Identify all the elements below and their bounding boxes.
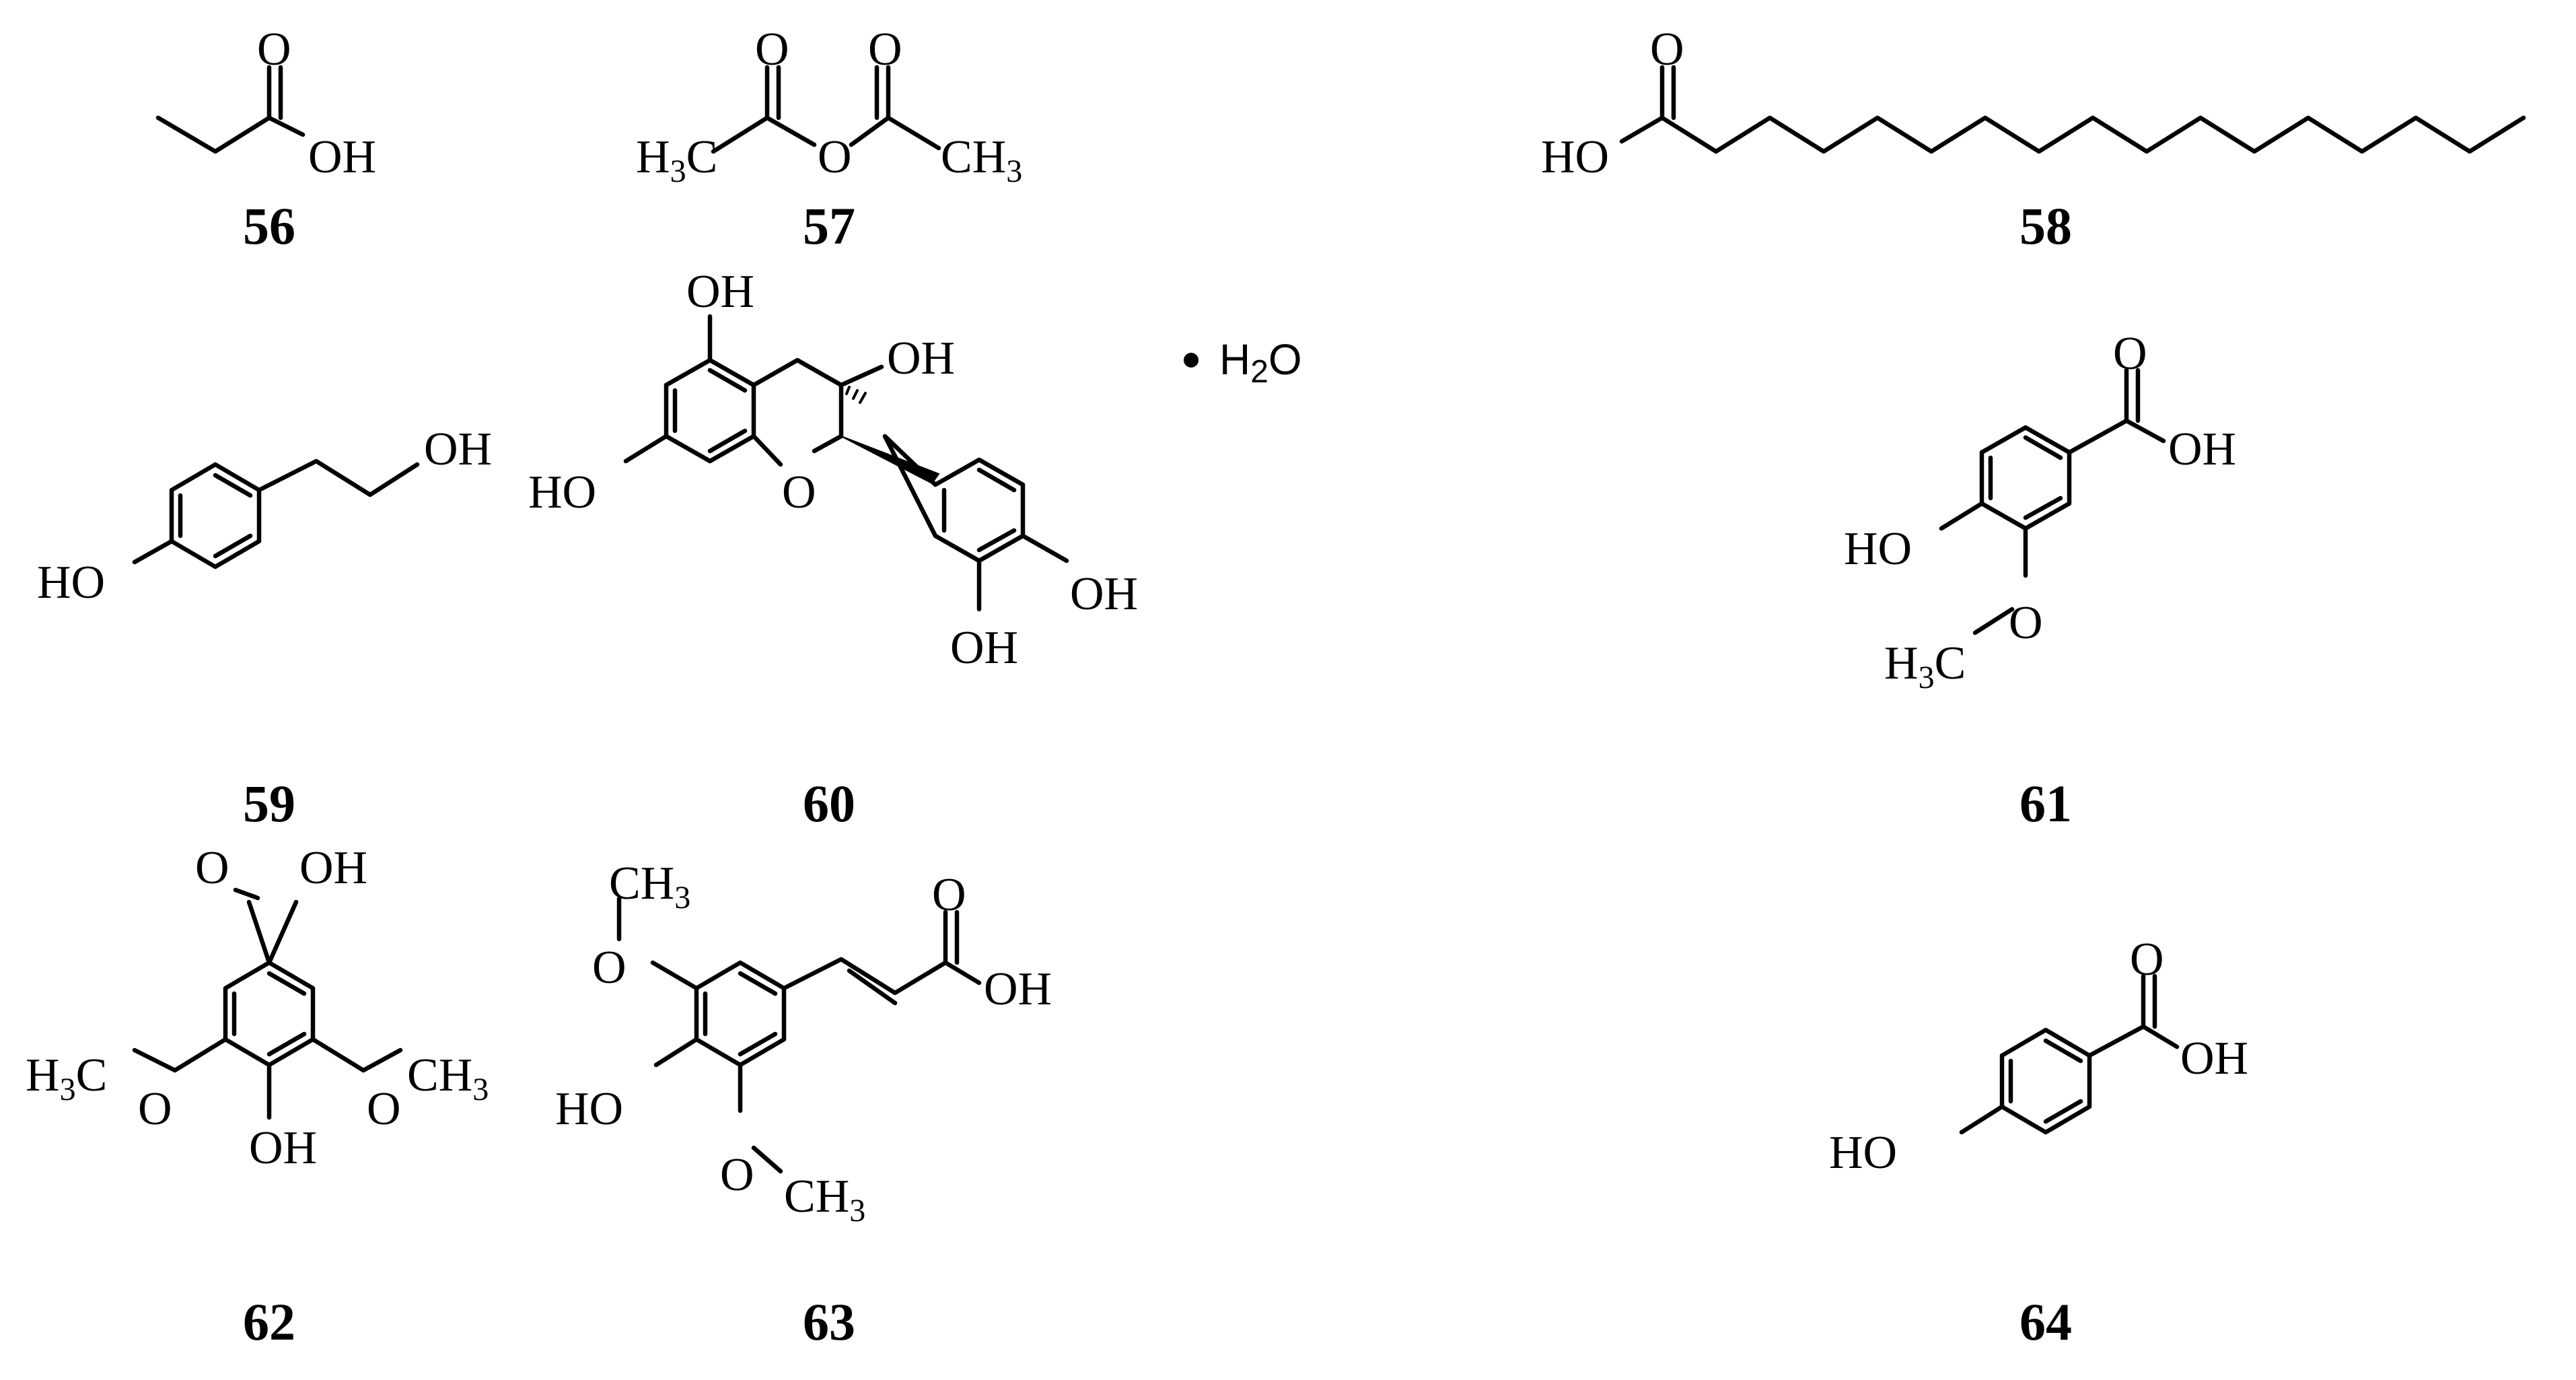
atom-oh: OH (887, 333, 955, 384)
atom-h3c: H3C (636, 131, 717, 189)
structure-59: HO OH 59 (37, 423, 492, 833)
atom-o: O (195, 842, 229, 894)
atom-ho: HO (528, 467, 596, 518)
atom-ho: HO (1829, 1127, 1897, 1179)
atom-oh: OH (2168, 423, 2236, 475)
atom-ho: HO (1844, 523, 1912, 575)
atom-o: O (868, 24, 902, 75)
atom-o-bridge: O (818, 131, 852, 183)
structure-56: O OH 56 (155, 24, 376, 255)
atom-oh: OH (2180, 1033, 2248, 1084)
atom-oh: OH (1070, 568, 1138, 620)
structure-58: O HO 58 (1541, 24, 2526, 255)
atom-ch3: CH3 (941, 131, 1022, 189)
atom-o: O (932, 869, 966, 921)
atom-oh: OH (950, 622, 1018, 674)
structure-64: O OH HO 64 (1829, 934, 2248, 1351)
atom-oh: OH (984, 963, 1052, 1015)
compound-number-56: 56 (243, 197, 295, 255)
atom-oh: OH (249, 1122, 317, 1174)
atom-o-methoxy: O (2009, 597, 2043, 649)
compound-number-63: 63 (803, 1292, 855, 1351)
atom-ch3: CH3 (609, 858, 690, 916)
atom-o: O (755, 24, 789, 75)
structure-61: O OH HO O H3C 61 (1844, 328, 2236, 833)
atom-o-methoxy: O (367, 1083, 401, 1135)
atom-o-methoxy: O (720, 1149, 754, 1201)
compound-number-60: 60 (803, 774, 855, 833)
atom-ho: HO (1541, 131, 1609, 183)
structure-63: O OH CH3 O HO O CH3 63 (555, 858, 1052, 1351)
hydrate-formula: H2O (1219, 335, 1302, 390)
compound-number-64: 64 (2019, 1292, 2072, 1351)
atom-h3c: H3C (26, 1049, 107, 1107)
atom-o: O (2130, 934, 2164, 986)
compound-number-57: 57 (803, 197, 855, 255)
compound-number-58: 58 (2019, 197, 2072, 255)
atom-oh: OH (308, 131, 376, 183)
atom-oh: OH (424, 423, 492, 475)
structure-57: H3C O O O CH3 57 (636, 24, 1022, 255)
atom-o-methoxy: O (138, 1083, 172, 1135)
structure-62: O OH H3C O O CH3 OH 62 (26, 842, 489, 1351)
atom-o-methoxy: O (592, 942, 627, 994)
atom-oh: OH (299, 842, 367, 894)
atom-ch3: CH3 (407, 1049, 489, 1107)
atom-ch3: CH3 (784, 1171, 865, 1229)
compound-number-61: 61 (2019, 774, 2072, 833)
atom-o: O (2113, 328, 2147, 380)
atom-ho: HO (555, 1083, 623, 1135)
hydrate-dot (1184, 353, 1198, 368)
structure-60: OH OH HO O OH OH H2O 60 (528, 266, 1302, 833)
atom-o: O (257, 24, 291, 75)
atom-oh: OH (686, 266, 754, 318)
atom-ho: HO (37, 557, 105, 609)
atom-h3c: H3C (1884, 637, 1966, 695)
atom-o-ring: O (782, 467, 816, 518)
atom-o: O (1650, 24, 1684, 75)
compound-number-59: 59 (243, 774, 295, 833)
compound-number-62: 62 (243, 1292, 295, 1351)
